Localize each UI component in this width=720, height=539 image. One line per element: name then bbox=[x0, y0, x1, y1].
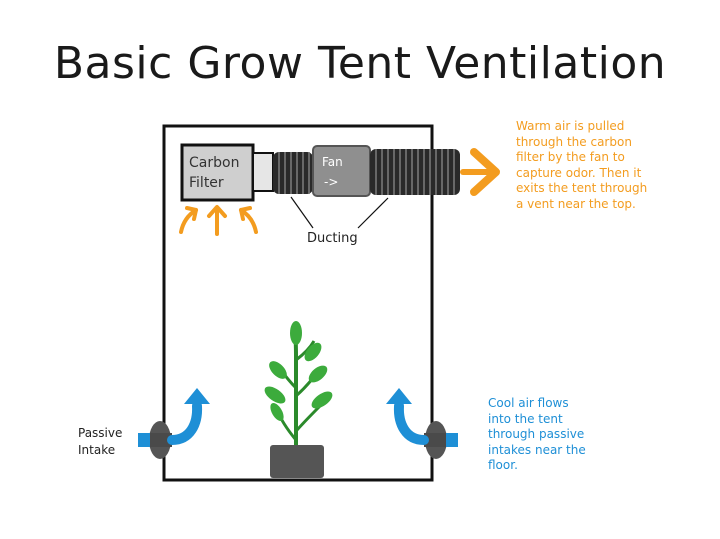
page-title: Basic Grow Tent Ventilation bbox=[53, 38, 667, 89]
carbon-filter-label-line2: Filter bbox=[189, 175, 224, 191]
filter-collar bbox=[252, 152, 274, 192]
passive-intake-left bbox=[138, 421, 172, 459]
curved-arrow-icon bbox=[167, 388, 210, 445]
carbon-filter-label-line1: Carbon bbox=[189, 155, 239, 171]
fan-label-line2: -> bbox=[324, 175, 338, 189]
ducting-leader-right bbox=[357, 197, 389, 229]
fan bbox=[312, 145, 371, 197]
ducting-label: Ducting bbox=[307, 231, 358, 246]
carbon-filter bbox=[180, 143, 255, 202]
passive-intake-label-line1: Passive bbox=[78, 426, 122, 440]
cool-air-note: Cool air flows into the tent through pas… bbox=[488, 396, 586, 472]
curved-arrow-icon bbox=[386, 388, 429, 445]
ducting-leader-left bbox=[290, 196, 314, 229]
fan-label-line1: Fan bbox=[322, 155, 343, 169]
passive-intake-label-line2: Intake bbox=[78, 443, 115, 457]
arrow-up-icon bbox=[179, 205, 258, 236]
plant-pot bbox=[270, 445, 324, 478]
tent-outline bbox=[162, 124, 434, 482]
ducting-right bbox=[370, 149, 460, 195]
arrow-right-icon bbox=[460, 148, 500, 196]
warm-air-note: Warm air is pulled through the carbon fi… bbox=[516, 119, 648, 211]
plant-icon bbox=[264, 321, 333, 450]
ducting-left bbox=[273, 152, 313, 194]
passive-intake-right bbox=[424, 421, 458, 459]
